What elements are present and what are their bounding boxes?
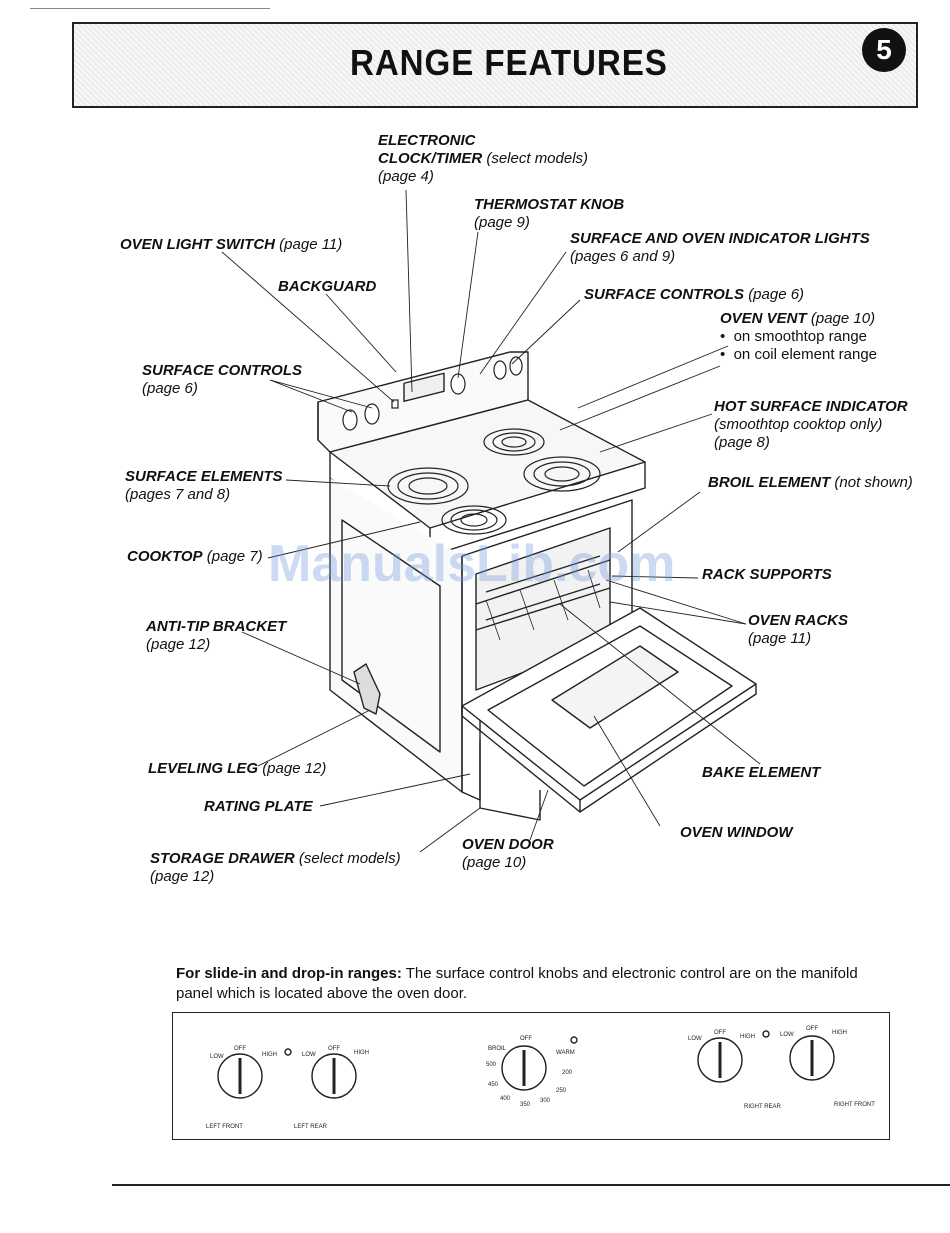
watermark: ManualsLib.com (268, 535, 676, 593)
page-title: RANGE FEATURES (350, 42, 668, 83)
knob-off-label: OFF (714, 1030, 726, 1036)
oven-vent-label: OVEN VENT (page 10) • on smoothtop range… (720, 310, 878, 363)
bake-element-label: BAKE ELEMENT (702, 764, 821, 781)
rack-supports-label: RACK SUPPORTS (702, 566, 832, 583)
page-number-badge: 5 (862, 28, 906, 72)
bottom-rule (112, 1184, 950, 1186)
oven-warm-label: WARM (556, 1050, 575, 1056)
knob-high-label: HIGH (262, 1052, 277, 1058)
knob-off-label: OFF (234, 1046, 246, 1052)
thermostat-label: THERMOSTAT KNOB(page 9) (474, 196, 625, 231)
oven-door-label: OVEN DOOR(page 10) (462, 836, 554, 871)
oven-350-label: 350 (520, 1102, 531, 1108)
oven-racks-label: OVEN RACKS(page 11) (748, 612, 849, 647)
knob-high-label: HIGH (740, 1034, 755, 1040)
left-front-label: LEFT FRONT (206, 1124, 243, 1130)
oven-light-switch-label: OVEN LIGHT SWITCH (page 11) (120, 236, 343, 253)
rating-plate-label: RATING PLATE (204, 798, 313, 815)
title-banner (72, 22, 918, 108)
knob-high-label: HIGH (832, 1030, 847, 1036)
knob-off-label: OFF (328, 1046, 340, 1052)
oven-200-label: 200 (562, 1070, 573, 1076)
right-rear-label: RIGHT REAR (744, 1104, 782, 1110)
oven-500-label: 500 (486, 1062, 497, 1068)
indicator-lights-label: SURFACE AND OVEN INDICATOR LIGHTS(pages … (570, 230, 870, 265)
manifold-panel (172, 1012, 890, 1140)
anti-tip-bracket-label: ANTI-TIP BRACKET(page 12) (146, 618, 287, 653)
surface-controls-right-label: SURFACE CONTROLS (page 6) (584, 286, 805, 303)
storage-drawer-label: STORAGE DRAWER (select models)(page 12) (150, 850, 401, 885)
oven-broil-label: BROIL (488, 1046, 507, 1052)
knob-off-label: OFF (806, 1026, 818, 1032)
surface-controls-left-label: SURFACE CONTROLS(page 6) (142, 362, 303, 397)
right-front-label: RIGHT FRONT (834, 1102, 875, 1108)
hot-surface-indicator-label: HOT SURFACE INDICATOR(smoothtop cooktop … (714, 398, 908, 451)
oven-400-label: 400 (500, 1096, 511, 1102)
top-rule (30, 8, 270, 9)
oven-450-label: 450 (488, 1082, 499, 1088)
backguard-label: BACKGUARD (278, 278, 377, 295)
slide-in-note: For slide-in and drop-in ranges: The sur… (176, 965, 858, 1002)
oven-250-label: 250 (556, 1088, 567, 1094)
oven-window-label: OVEN WINDOW (680, 824, 793, 841)
clock-label: ELECTRONIC CLOCK/TIMER (select models) (… (378, 132, 589, 185)
leveling-leg-label: LEVELING LEG (page 12) (148, 760, 327, 777)
knob-low-label: LOW (210, 1054, 224, 1060)
knob-low-label: LOW (780, 1032, 794, 1038)
cooktop-label: COOKTOP (page 7) (127, 548, 263, 565)
surface-elements-label: SURFACE ELEMENTS(pages 7 and 8) (125, 468, 283, 503)
oven-300-label: 300 (540, 1098, 551, 1104)
knob-low-label: LOW (302, 1052, 316, 1058)
broil-element-label: BROIL ELEMENT (not shown) (708, 474, 913, 491)
left-rear-label: LEFT REAR (294, 1124, 328, 1130)
knob-high-label: HIGH (354, 1050, 369, 1056)
oven-off-label: OFF (520, 1036, 532, 1042)
knob-low-label: LOW (688, 1036, 702, 1042)
